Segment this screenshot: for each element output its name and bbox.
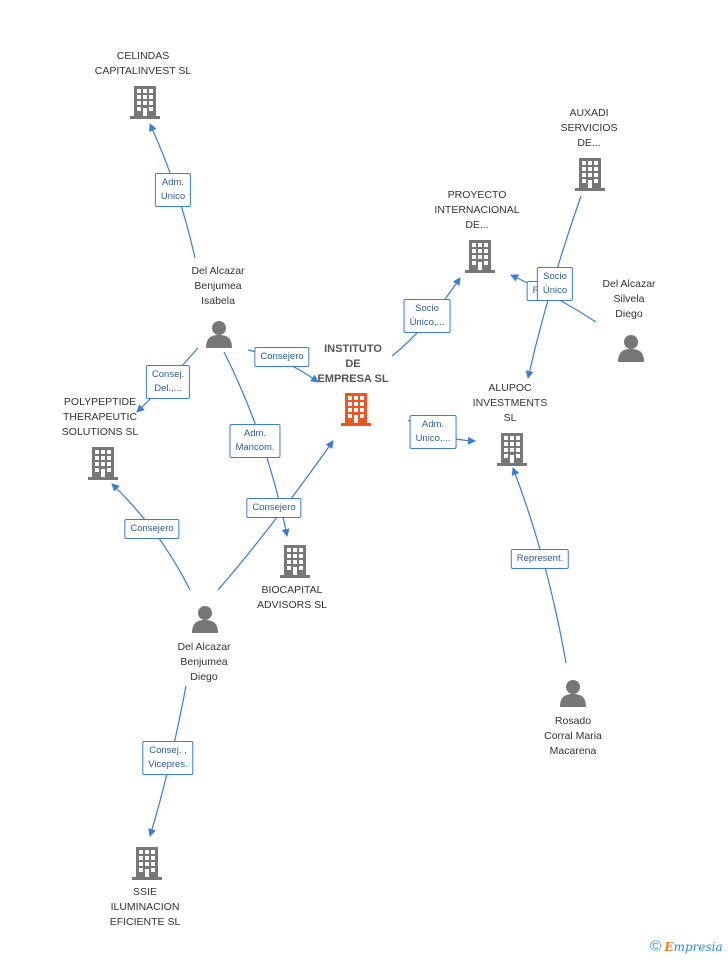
- brand-name: mpresia: [673, 940, 723, 954]
- edge-label-line: Consej. ,: [149, 745, 187, 756]
- node-label-auxadi[interactable]: AUXADI SERVICIOS DE...: [561, 106, 618, 151]
- edge-label-diego-ssie[interactable]: Consej. , Vicepres.: [142, 741, 194, 775]
- node-label-line: CAPITALINVEST SL: [94, 65, 192, 77]
- edge-label-line: Consejero: [252, 502, 296, 513]
- footer-brand[interactable]: © Empresia: [650, 938, 723, 955]
- node-label-line: Benjumea: [194, 280, 242, 292]
- node-label-line: CELINDAS: [116, 50, 170, 62]
- node-label-line: SSIE: [133, 886, 157, 898]
- edge-label-line: Socio: [543, 271, 567, 282]
- node-label-line: DE...: [577, 137, 601, 149]
- node-label-instituto[interactable]: INSTITUTO DE EMPRESA SL: [317, 342, 388, 387]
- edge-label-line: Del.,...: [154, 383, 182, 394]
- node-label-line: SOLUTIONS SL: [61, 426, 139, 438]
- node-label-biocapital[interactable]: BIOCAPITAL ADVISORS SL: [257, 583, 327, 613]
- node-label-line: POLYPEPTIDE: [63, 396, 137, 408]
- edge-label-line: Adm.: [421, 419, 445, 430]
- node-label-line: Benjumea: [180, 656, 228, 668]
- edge-label-line: Socio: [415, 303, 439, 314]
- edge-label-line: Consej.: [151, 369, 185, 380]
- node-label-line: BIOCAPITAL: [261, 584, 323, 596]
- node-label-line: INTERNACIONAL: [434, 204, 520, 216]
- node-label-line: DE: [345, 358, 361, 370]
- node-label-line: THERAPEUTIC: [62, 411, 138, 423]
- node-label-line: Del Alcazar: [177, 641, 231, 653]
- node-label-line: Rosado: [554, 715, 592, 727]
- edge-label-line: Único,...: [409, 317, 445, 328]
- node-label-line: SERVICIOS: [560, 122, 618, 134]
- node-label-line: Isabela: [201, 295, 235, 307]
- edge-label-line: Consejero: [260, 351, 304, 362]
- building-icon-proyecto[interactable]: [465, 240, 495, 273]
- edge-label-diego-instituto[interactable]: Consejero: [246, 498, 302, 518]
- building-icon-biocapital[interactable]: [280, 545, 310, 578]
- node-label-line: INSTITUTO: [324, 343, 382, 355]
- edge-label-isabela-instituto[interactable]: Consejero: [254, 347, 310, 367]
- edges-layer: [111, 123, 597, 837]
- building-icon-instituto[interactable]: [341, 393, 371, 426]
- node-label-polypeptide[interactable]: POLYPEPTIDE THERAPEUTIC SOLUTIONS SL: [62, 395, 138, 440]
- person-icon-isabela[interactable]: [206, 321, 232, 348]
- edge-label-line: Adm.: [243, 428, 267, 439]
- edge-label-line: Adm.: [161, 177, 185, 188]
- building-icon-celindas[interactable]: [130, 86, 160, 119]
- node-label-line: SL: [503, 412, 517, 424]
- node-label-line: Corral Maria: [544, 730, 602, 742]
- building-icon-polypeptide[interactable]: [88, 447, 118, 480]
- building-icon-auxadi[interactable]: [575, 158, 605, 191]
- node-label-celindas[interactable]: CELINDAS CAPITALINVEST SL: [95, 49, 191, 79]
- edge-label-line: Consejero: [130, 523, 174, 534]
- node-label-line: Diego: [615, 308, 643, 320]
- node-label-line: Silvela: [613, 293, 645, 305]
- node-label-line: ADVISORS SL: [256, 599, 328, 611]
- edge-label-instituto-alupoc[interactable]: Adm. Unico,...: [409, 415, 457, 449]
- node-label-line: PROYECTO: [447, 189, 507, 201]
- node-label-line: Diego: [190, 671, 218, 683]
- person-icon-diego[interactable]: [192, 606, 218, 633]
- edge-diego-to-instituto: [217, 440, 334, 591]
- copyright-icon: ©: [650, 938, 662, 955]
- brand-initial: E: [664, 940, 674, 954]
- edge-label-line: Unico: [160, 191, 186, 202]
- edge-label-line: Unico,...: [415, 433, 451, 444]
- node-label-line: DE...: [465, 219, 489, 231]
- node-label-line: EFICIENTE SL: [109, 916, 181, 928]
- node-label-line: INVESTMENTS: [472, 397, 548, 409]
- node-label-proyecto[interactable]: PROYECTO INTERNACIONAL DE...: [434, 188, 519, 233]
- node-label-alupoc[interactable]: ALUPOC INVESTMENTS SL: [473, 381, 548, 426]
- edge-label-line: Único: [542, 285, 568, 296]
- node-label-line: Del Alcazar: [191, 265, 245, 277]
- node-label-line: AUXADI: [569, 107, 609, 119]
- person-icon-silvela[interactable]: [618, 335, 644, 362]
- node-label-line: Del Alcazar: [602, 278, 656, 290]
- edge-label-line: Vicepres.: [148, 759, 188, 770]
- node-label-ssie[interactable]: SSIE ILUMINACION EFICIENTE SL: [110, 885, 181, 930]
- edge-label-line: Represent.: [516, 553, 564, 564]
- person-icon-rosado[interactable]: [560, 680, 586, 707]
- node-label-line: EMPRESA SL: [317, 373, 389, 385]
- node-label-line: Macarena: [549, 745, 597, 757]
- edge-label-isabela-celindas[interactable]: Adm. Unico: [154, 173, 192, 207]
- building-icon-ssie[interactable]: [132, 847, 162, 880]
- edge-label-isabela-polypeptide[interactable]: Consej. Del.,...: [145, 365, 191, 399]
- edge-label-rosado-alupoc[interactable]: Represent.: [510, 549, 570, 569]
- edge-label-isabela-biocapital[interactable]: Adm. Mancom.: [229, 424, 281, 458]
- edge-label-line: Mancom.: [235, 442, 275, 453]
- building-icon-alupoc[interactable]: [497, 433, 527, 466]
- node-label-line: ILUMINACION: [110, 901, 180, 913]
- edge-label-diego-polypeptide[interactable]: Consejero: [124, 519, 180, 539]
- node-label-line: ALUPOC: [488, 382, 532, 394]
